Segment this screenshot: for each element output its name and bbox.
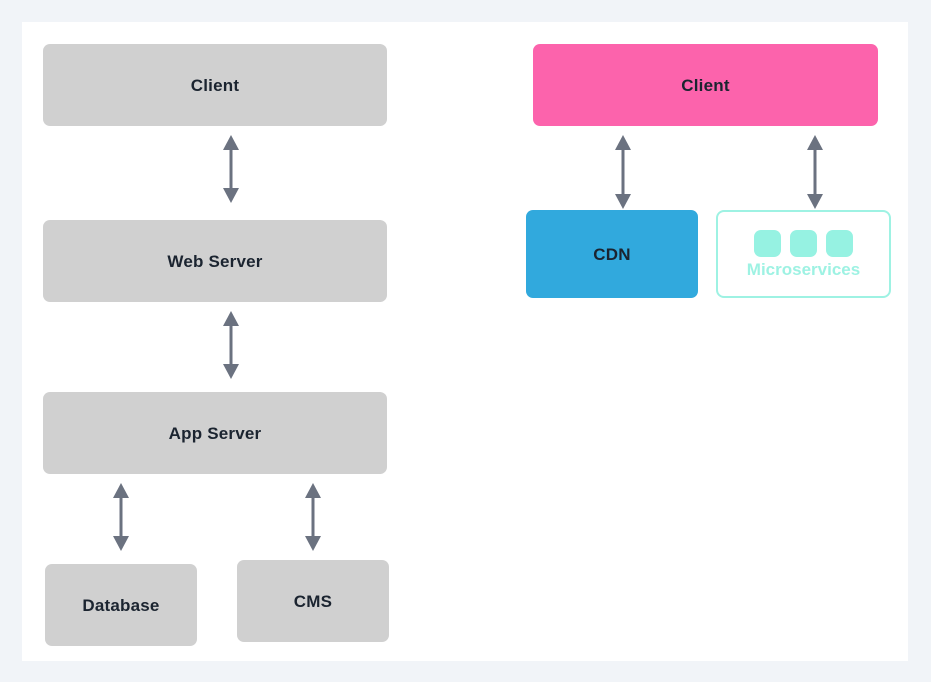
node-database[interactable]: Database [45, 564, 197, 646]
node-client-left[interactable]: Client [43, 44, 387, 126]
node-microservices[interactable]: Microservices [716, 210, 891, 298]
node-label: Web Server [167, 251, 263, 271]
diagram-canvas: Client Web Server App Server [22, 22, 908, 661]
node-cms[interactable]: CMS [237, 560, 389, 642]
node-web-server[interactable]: Web Server [43, 220, 387, 302]
node-label: Client [681, 75, 730, 95]
arrow-client-to-microservices [803, 134, 827, 210]
microservice-chip-group [754, 230, 853, 257]
arrow-app-server-to-database [109, 482, 133, 552]
arrow-client-to-web-server [219, 134, 243, 204]
microservice-chip-icon [790, 230, 817, 257]
arrow-app-server-to-cms [301, 482, 325, 552]
node-label: Database [82, 595, 160, 615]
node-label: Microservices [746, 260, 861, 279]
microservice-chip-icon [826, 230, 853, 257]
arrow-client-to-cdn [611, 134, 635, 210]
arrow-web-server-to-app-server [219, 310, 243, 380]
node-app-server[interactable]: App Server [43, 392, 387, 474]
node-label: CDN [593, 244, 631, 264]
node-label: Client [190, 75, 240, 95]
node-label: App Server [168, 423, 262, 443]
node-client-right[interactable]: Client [533, 44, 878, 126]
microservice-chip-icon [754, 230, 781, 257]
node-cdn[interactable]: CDN [526, 210, 698, 298]
node-label: CMS [293, 591, 333, 611]
